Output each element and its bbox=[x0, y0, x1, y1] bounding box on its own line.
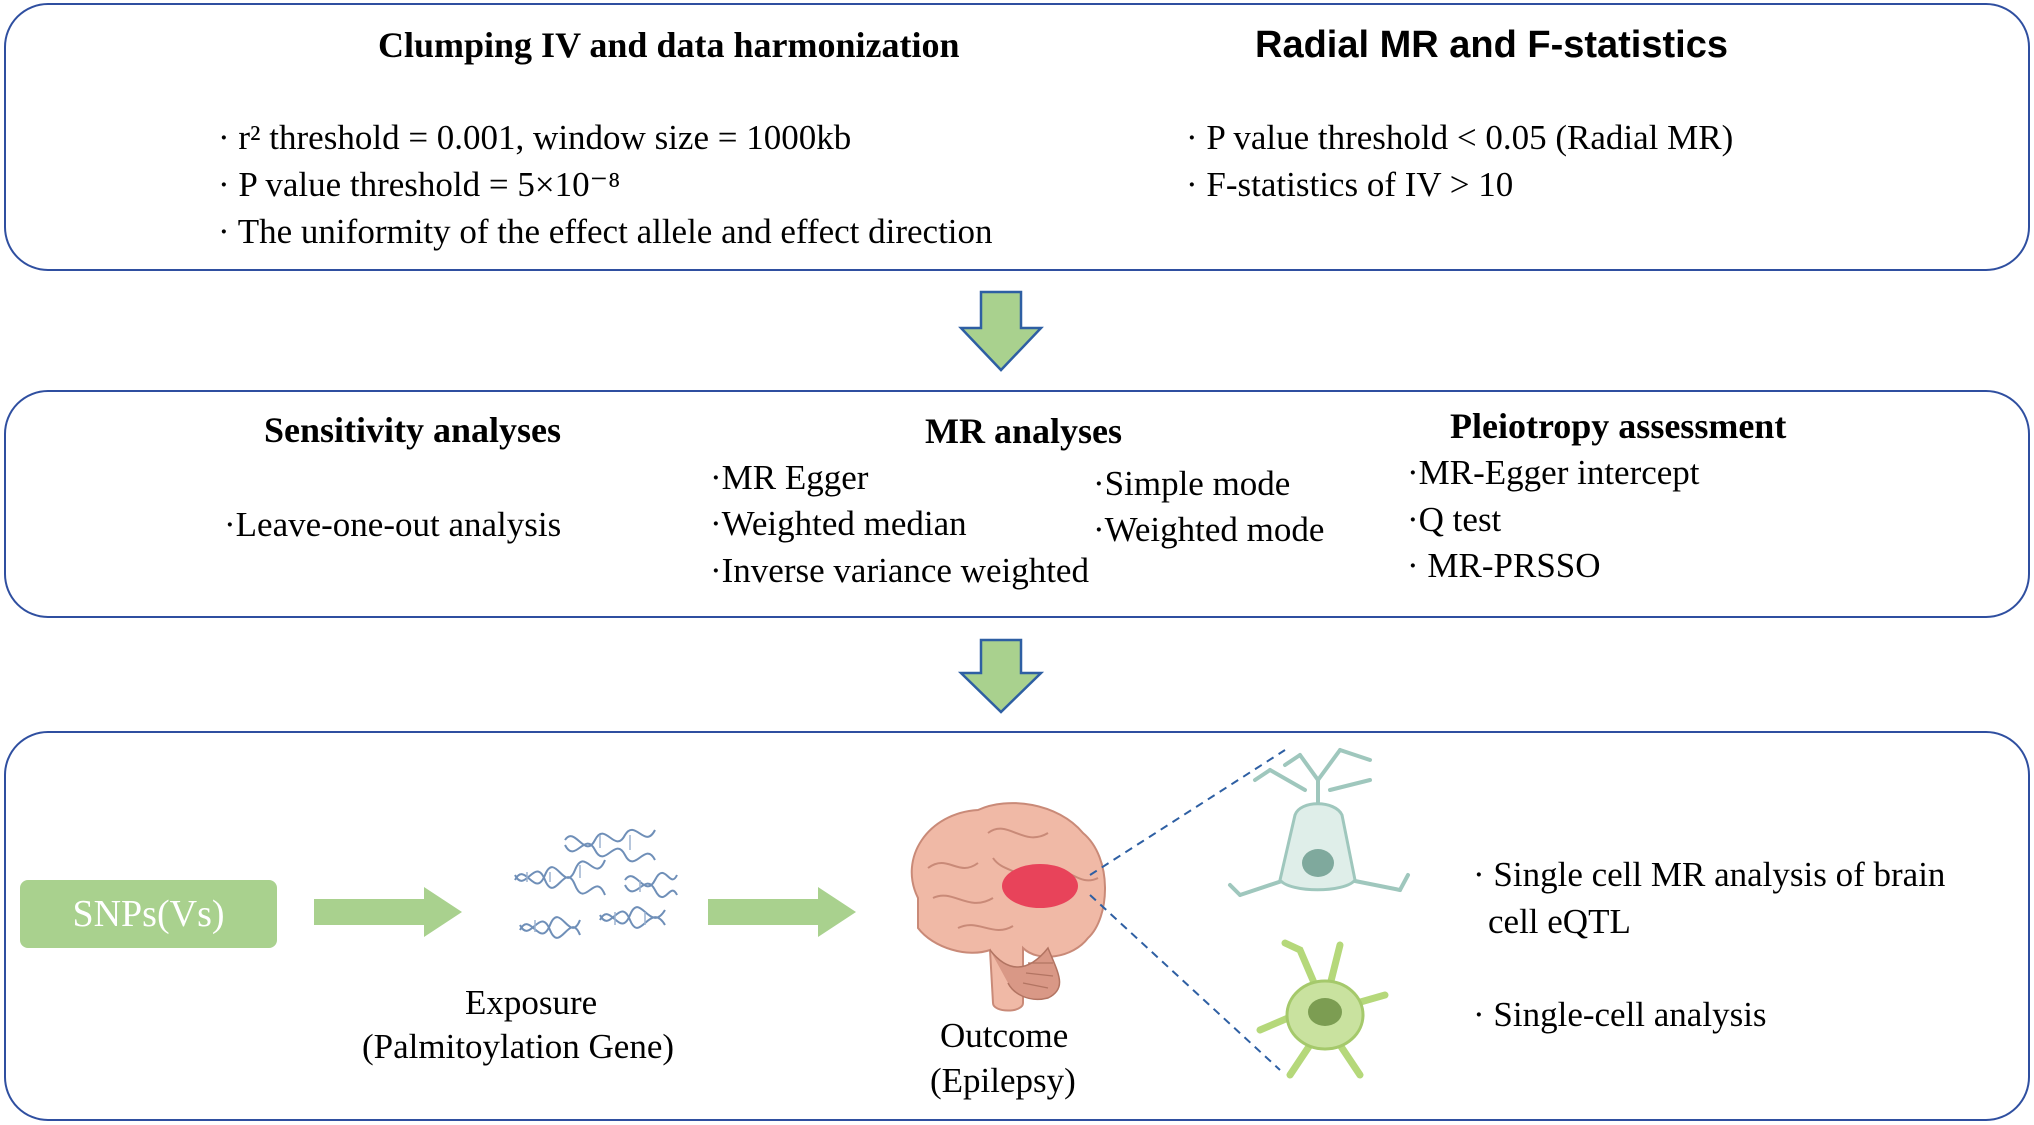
mr-item-simple-mode: ·Simple mode bbox=[1093, 464, 1291, 503]
clumping-item-3: · The uniformity of the effect allele an… bbox=[218, 212, 993, 251]
mr-item-weighted-median: ·Weighted median bbox=[710, 504, 967, 543]
pleio-item-mr-presso: · MR-PRSSO bbox=[1407, 546, 1601, 585]
radial-mr-title: Radial MR and F-statistics bbox=[1255, 24, 1728, 66]
neuron-icon bbox=[1228, 748, 1410, 897]
pleiotropy-title: Pleiotropy assessment bbox=[1450, 406, 1787, 446]
brain-icon bbox=[910, 802, 1106, 1012]
clumping-item-1: · r² threshold = 0.001, window size = 10… bbox=[218, 118, 852, 157]
radial-item-2: · F-statistics of IV > 10 bbox=[1186, 165, 1514, 204]
zoom-lines bbox=[1089, 749, 1286, 1071]
glial-cell-icon bbox=[1256, 939, 1389, 1079]
exposure-sublabel: (Palmitoylation Gene) bbox=[362, 1027, 675, 1066]
right-arrow-1 bbox=[314, 887, 462, 937]
dna-strands-icon bbox=[514, 828, 678, 939]
sensitivity-item-1: ·Leave-one-out analysis bbox=[224, 505, 562, 544]
mr-item-ivw: ·Inverse variance weighted bbox=[710, 551, 1089, 590]
single-cell-analysis-item: · Single-cell analysis bbox=[1473, 995, 1767, 1034]
panel-iv-selection bbox=[4, 3, 2030, 271]
single-cell-mr-item-cont: cell eQTL bbox=[1488, 902, 1631, 941]
single-cell-mr-item: · Single cell MR analysis of brain bbox=[1473, 855, 1946, 894]
down-arrow-2 bbox=[957, 638, 1045, 714]
sensitivity-title: Sensitivity analyses bbox=[264, 410, 562, 450]
mr-analyses-title: MR analyses bbox=[925, 411, 1122, 451]
panel-mr-analyses bbox=[4, 390, 2030, 618]
snps-box: SNPs(Vs) bbox=[20, 880, 277, 948]
mr-item-egger: ·MR Egger bbox=[710, 458, 869, 497]
mr-item-weighted-mode: ·Weighted mode bbox=[1093, 510, 1325, 549]
pleio-item-q-test: ·Q test bbox=[1407, 500, 1502, 539]
down-arrow-1 bbox=[958, 290, 1044, 372]
outcome-label: Outcome bbox=[940, 1016, 1069, 1055]
snps-label: SNPs(Vs) bbox=[72, 893, 225, 935]
exposure-label: Exposure bbox=[465, 983, 598, 1022]
clumping-item-2: · P value threshold = 5×10⁻⁸ bbox=[218, 165, 621, 204]
right-arrow-2 bbox=[708, 887, 856, 937]
clumping-title: Clumping IV and data harmonization bbox=[378, 25, 960, 65]
outcome-sublabel: (Epilepsy) bbox=[930, 1061, 1076, 1100]
radial-item-1: · P value threshold < 0.05 (Radial MR) bbox=[1186, 118, 1734, 157]
pleio-item-egger-intercept: ·MR-Egger intercept bbox=[1407, 453, 1700, 492]
